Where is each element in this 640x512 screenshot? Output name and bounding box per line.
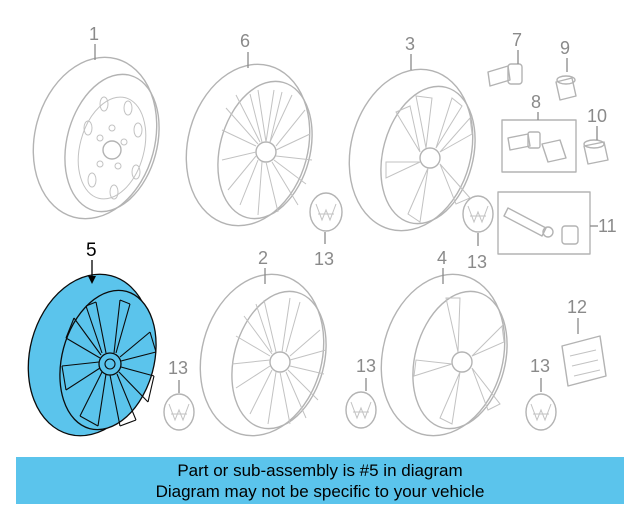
callout-7[interactable]: 7	[512, 30, 522, 50]
wheel-3-alloy[interactable]	[332, 55, 490, 244]
callout-11[interactable]: 11	[598, 216, 617, 236]
callout-5[interactable]: 5	[86, 240, 97, 261]
info-banner: Part or sub-assembly is #5 in diagram Di…	[16, 457, 624, 504]
wheel-5-highlighted[interactable]	[11, 260, 171, 449]
callout-13c[interactable]: 13	[168, 358, 188, 378]
callout-13d[interactable]: 13	[356, 356, 376, 376]
wheel-1-steel[interactable]	[16, 43, 174, 232]
label-12[interactable]	[561, 335, 607, 387]
callout-4[interactable]: 4	[437, 248, 447, 268]
center-cap-13d[interactable]	[345, 391, 377, 429]
banner-line-2: Diagram may not be specific to your vehi…	[155, 482, 485, 501]
callout-13a[interactable]: 13	[314, 249, 334, 269]
callout-6[interactable]: 6	[240, 31, 250, 51]
center-cap-13c[interactable]	[163, 393, 195, 431]
cap-9[interactable]	[555, 75, 577, 101]
cap-10[interactable]	[583, 139, 609, 165]
center-cap-13a[interactable]	[309, 192, 343, 232]
callout-3[interactable]: 3	[405, 34, 415, 54]
wheel-6-alloy[interactable]	[169, 50, 327, 239]
callout-13e[interactable]: 13	[530, 356, 550, 376]
wheel-2-alloy[interactable]	[183, 260, 341, 449]
lug-bolt-7[interactable]	[487, 63, 523, 87]
center-cap-13b[interactable]	[462, 195, 494, 233]
valve-stem-kit-11[interactable]	[497, 191, 591, 255]
banner-line-1: Part or sub-assembly is #5 in diagram	[177, 461, 463, 480]
callout-12[interactable]: 12	[567, 297, 587, 317]
lock-bolt-kit-8[interactable]	[501, 119, 577, 173]
callout-10[interactable]: 10	[587, 106, 607, 126]
callout-8[interactable]: 8	[531, 92, 541, 112]
callout-1[interactable]: 1	[89, 24, 99, 44]
center-cap-13e[interactable]	[525, 393, 557, 431]
callout-9[interactable]: 9	[560, 38, 570, 58]
wheel-4-alloy[interactable]	[364, 260, 522, 449]
callout-13b[interactable]: 13	[467, 252, 487, 272]
callout-2[interactable]: 2	[258, 248, 268, 268]
